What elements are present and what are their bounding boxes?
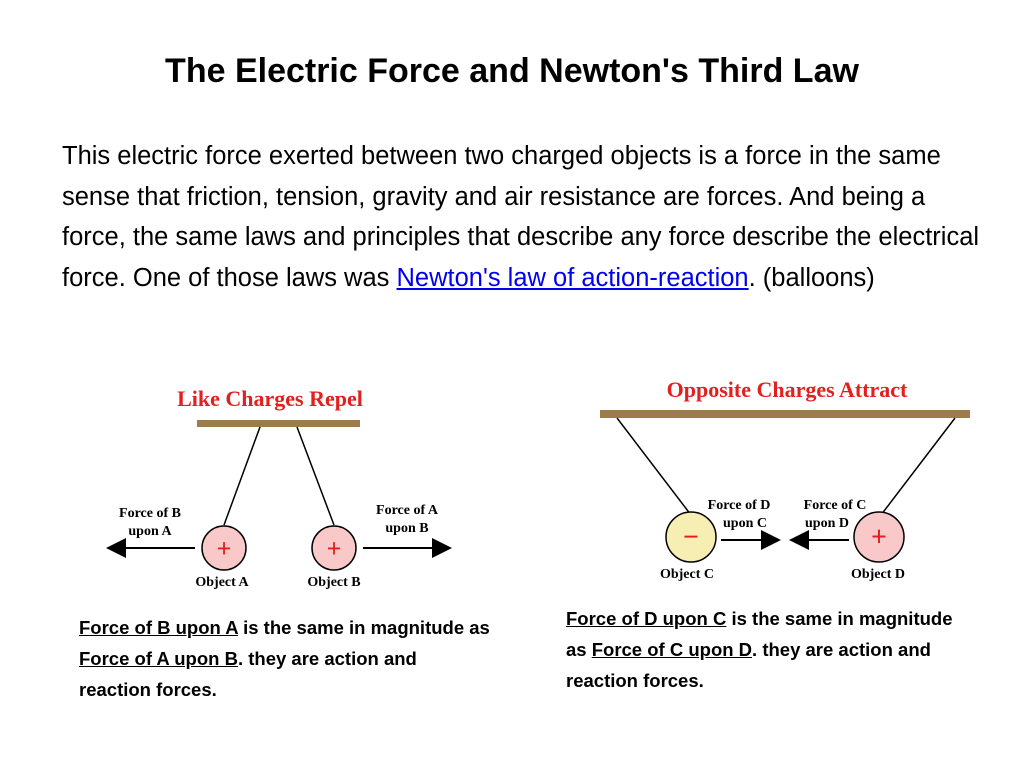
force-c-on-d-label-1: Force of C xyxy=(804,498,867,513)
force-c-on-d-label-2: upon D xyxy=(805,516,849,531)
string-c xyxy=(616,417,692,516)
newtons-law-link[interactable]: Newton's law of action-reaction xyxy=(396,263,749,292)
object-b-sphere xyxy=(311,525,357,571)
force-a-on-b-label-1: Force of A xyxy=(376,503,439,518)
caption-text: . they are action and reaction forces. xyxy=(566,639,931,691)
opposite-charges-diagram: Opposite Charges Attract − + Force of D … xyxy=(600,377,970,582)
string-a xyxy=(223,426,261,526)
caption-text: is the same in magnitude as xyxy=(566,608,953,660)
caption-term-d-on-c: Force of D upon C xyxy=(566,608,727,629)
object-a-sphere xyxy=(201,525,247,571)
caption-term-a-on-b: Force of A upon B xyxy=(79,648,238,669)
caption-left: Force of B upon A is the same in magnitu… xyxy=(79,612,491,705)
body-paragraph: This electric force exerted between two … xyxy=(62,136,982,298)
object-a-label: Object A xyxy=(195,575,249,590)
force-d-on-c-label-2: upon C xyxy=(723,516,767,531)
object-d-sign: + xyxy=(871,522,887,553)
caption-text: . they are action and reaction forces. xyxy=(79,648,417,700)
paragraph-tail: . (balloons) xyxy=(748,263,875,292)
paragraph-text: This electric force exerted between two … xyxy=(62,142,980,292)
force-d-on-c-label-1: Force of D xyxy=(708,498,771,513)
force-a-on-b-label-2: upon B xyxy=(385,521,428,536)
object-c-label: Object C xyxy=(660,567,714,582)
caption-term-b-on-a: Force of B upon A xyxy=(79,617,238,638)
slide-title: The Electric Force and Newton's Third La… xyxy=(165,52,859,90)
support-bar xyxy=(197,420,360,427)
object-b-sign: + xyxy=(327,534,342,563)
caption-right: Force of D upon C is the same in magnitu… xyxy=(566,603,978,696)
caption-text: is the same in magnitude as xyxy=(237,617,490,638)
string-b xyxy=(296,426,335,526)
object-c-sign: − xyxy=(683,522,699,553)
object-d-sphere xyxy=(853,511,905,563)
caption-term-c-on-d: Force of C upon D xyxy=(591,639,753,660)
string-d xyxy=(880,417,956,516)
like-charges-diagram: Like Charges Repel + + Force of B upon A… xyxy=(106,386,452,590)
like-charges-heading: Like Charges Repel xyxy=(177,386,363,411)
object-c-sphere xyxy=(665,511,717,563)
opposite-charges-heading: Opposite Charges Attract xyxy=(667,377,908,402)
object-d-label: Object D xyxy=(851,567,905,582)
force-b-on-a-label-1: Force of B xyxy=(119,506,181,521)
object-b-label: Object B xyxy=(307,575,360,590)
support-bar xyxy=(600,410,970,418)
object-a-sign: + xyxy=(217,534,232,563)
force-b-on-a-label-2: upon A xyxy=(128,524,172,539)
